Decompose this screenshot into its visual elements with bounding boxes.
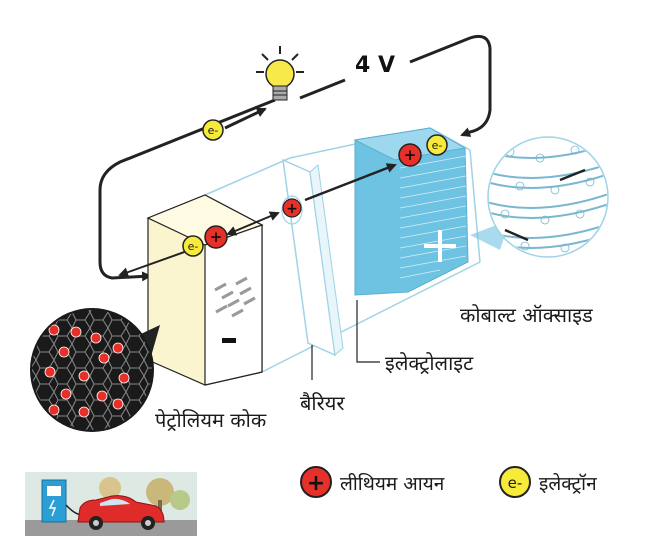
legend-electron: e- इलेक्ट्रॉन — [499, 466, 597, 498]
cobalt-oxide-magnified — [470, 136, 609, 258]
electron-anode: e- — [182, 235, 204, 257]
lithium-ion-cathode: + — [398, 143, 422, 167]
svg-text:+: + — [307, 471, 325, 496]
barrier-panel: + — [281, 158, 344, 357]
svg-text:+: + — [404, 146, 417, 164]
circuit-wire — [98, 34, 492, 282]
label-petroleum-coke: पेट्रोलियम कोक — [155, 408, 267, 432]
cathode-plus-icon — [424, 230, 456, 262]
svg-text:e-: e- — [188, 240, 199, 253]
lithium-ion-anode: + — [204, 225, 228, 249]
label-cobalt-oxide: कोबाल्ट ऑक्साइड — [460, 303, 593, 327]
svg-text:e-: e- — [432, 139, 443, 152]
svg-text:+: + — [210, 228, 223, 246]
anode-block — [146, 194, 264, 386]
electron-wire-left: e- — [202, 119, 224, 141]
graphite-magnified — [30, 308, 160, 432]
graphite-layers — [214, 276, 256, 318]
ion-flow-arrow-2 — [304, 163, 397, 202]
electron-cathode: e- — [426, 134, 448, 156]
svg-text:e-: e- — [208, 124, 219, 137]
svg-text:+: + — [286, 201, 298, 217]
anode-minus-icon — [222, 338, 236, 343]
light-bulb-icon — [256, 46, 304, 101]
leader-lines — [311, 300, 380, 380]
anode-arrow — [118, 249, 191, 278]
legend-lithium-ion: + लीथियम आयन — [300, 466, 445, 498]
ion-flow-arrow-1 — [226, 211, 280, 236]
electron-flow-arrow — [224, 107, 267, 130]
legend-lithium-ion-label: लीथियम आयन — [340, 472, 445, 495]
legend-electron-label: इलेक्ट्रॉन — [539, 472, 597, 495]
ev-charging-car-icon — [25, 472, 197, 536]
voltage-label: 4 V — [355, 53, 395, 78]
label-electrolyte: इलेक्ट्रोलाइट — [385, 351, 474, 375]
svg-text:e-: e- — [508, 474, 523, 492]
label-barrier: बैरियर — [300, 391, 345, 415]
